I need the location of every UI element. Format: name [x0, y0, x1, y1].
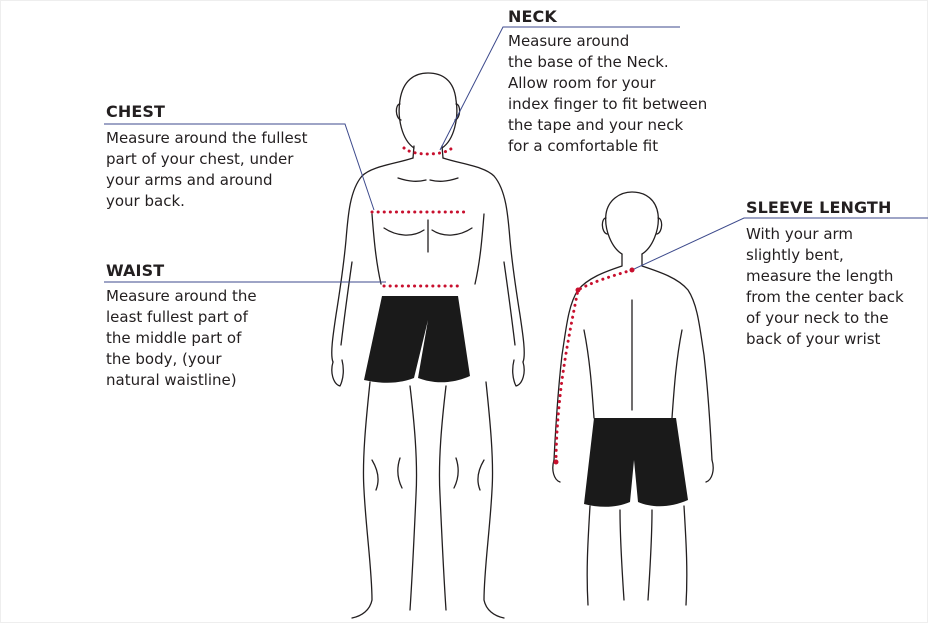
front-head [399, 73, 457, 148]
sleeve-length-description: With your arm slightly bent, measure the… [746, 224, 926, 350]
back-figure [553, 192, 713, 605]
front-chest-detail [384, 178, 472, 252]
front-shorts [364, 296, 470, 383]
waist-description: Measure around the least fullest part of… [106, 286, 257, 391]
back-head [606, 192, 659, 254]
neck-description: Measure around the base of the Neck. All… [508, 31, 707, 157]
front-legs [352, 382, 504, 618]
sleeve-length-heading: SLEEVE LENGTH [746, 199, 891, 217]
waist-heading: WAIST [106, 262, 164, 280]
chest-description: Measure around the fullest part of your … [106, 128, 307, 212]
front-ears [396, 104, 459, 120]
back-ears [602, 218, 661, 234]
front-knees [372, 458, 484, 490]
chest-heading: CHEST [106, 103, 165, 121]
neck-heading: NECK [508, 8, 557, 26]
back-shorts [584, 418, 688, 507]
neck-tape [404, 148, 452, 154]
back-legs [587, 506, 687, 605]
front-neck [413, 146, 443, 158]
